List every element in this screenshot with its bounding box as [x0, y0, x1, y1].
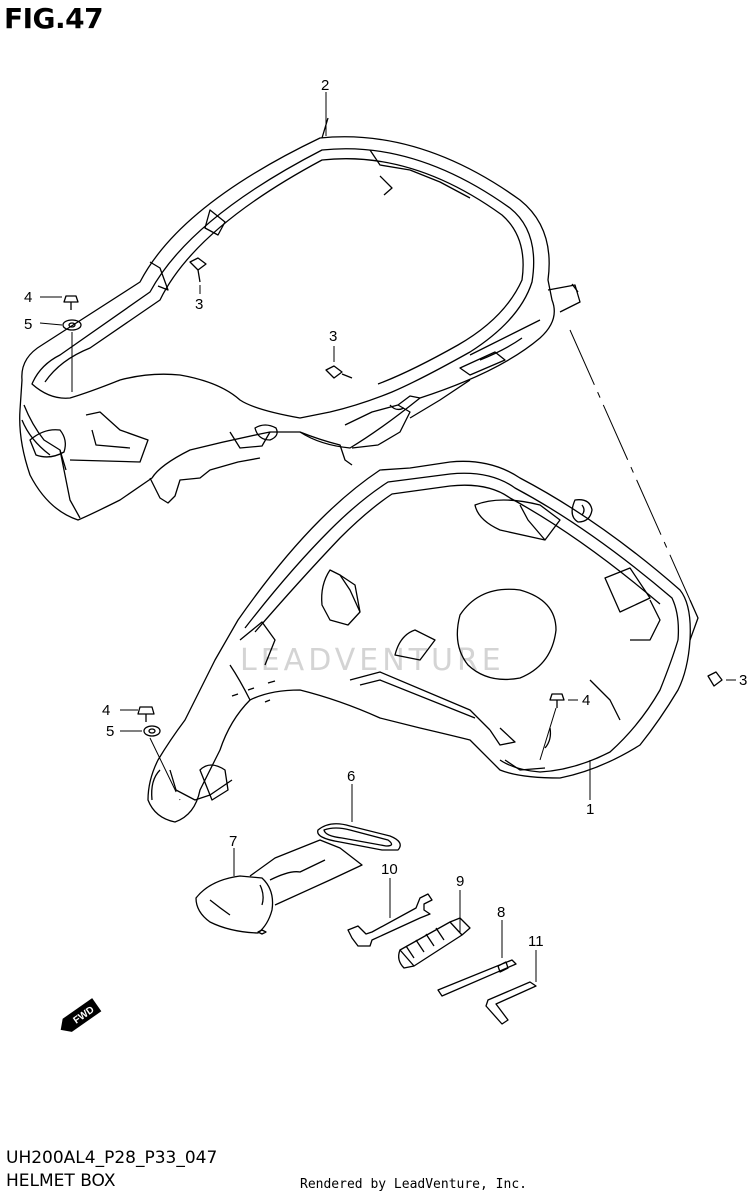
- part-6-band: [317, 823, 401, 851]
- callout-8: 8: [497, 904, 505, 921]
- callout-2: 2: [321, 77, 329, 94]
- render-credit: Rendered by LeadVenture, Inc.: [300, 1177, 527, 1192]
- callout-6: 6: [347, 768, 355, 785]
- part-1-helmet-box: [147, 460, 699, 823]
- alignment-lines: [71, 329, 691, 801]
- callout-3-middle: 3: [329, 328, 337, 345]
- callout-7: 7: [229, 833, 237, 850]
- watermark-text: LEADVENTURE: [240, 643, 505, 678]
- figure-name: HELMET BOX: [6, 1171, 116, 1191]
- part-8-rod: [437, 959, 517, 997]
- callout-10: 10: [381, 861, 398, 878]
- callout-1: 1: [586, 801, 594, 818]
- part-2-frame: [19, 117, 581, 521]
- callout-4-inside: 4: [582, 692, 590, 709]
- part-7-tool-bag: [195, 839, 363, 935]
- part-11-hex-key: [485, 981, 537, 1025]
- callout-11: 11: [528, 933, 544, 950]
- callout-5-lower: 5: [106, 723, 114, 740]
- leader-lines: [39, 92, 736, 982]
- callout-4-top: 4: [24, 289, 32, 306]
- figure-code: UH200AL4_P28_P33_047: [6, 1148, 218, 1168]
- fwd-arrow-icon: FWD: [60, 998, 102, 1032]
- callout-4-lower: 4: [102, 702, 110, 719]
- part-9-screwdriver: [398, 917, 471, 969]
- callout-3-right: 3: [739, 672, 747, 689]
- figure-title: FIG.47: [4, 2, 104, 35]
- callout-3-top: 3: [195, 296, 203, 313]
- part-10-wrench: [347, 893, 433, 947]
- callout-9: 9: [456, 873, 464, 890]
- callout-numbers: 2 3 3 3 4 5 4 5 4 1 6 7 10 9 8 11: [24, 77, 747, 950]
- fasteners: [62, 257, 723, 737]
- callout-5-top: 5: [24, 316, 32, 333]
